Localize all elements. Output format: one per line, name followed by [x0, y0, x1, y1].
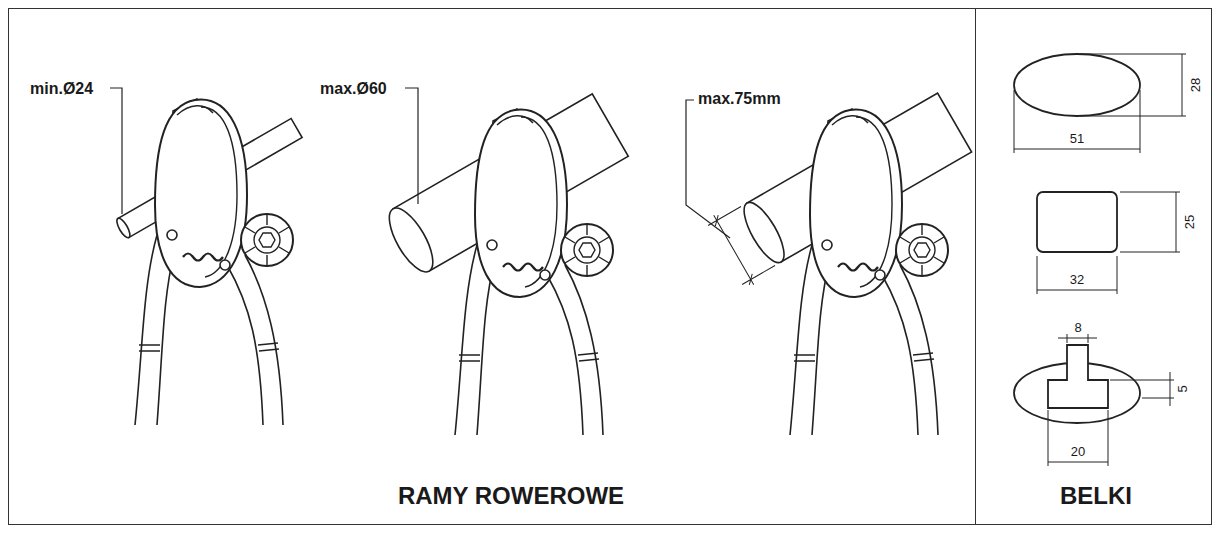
frames-panel: RAMY ROWEROWE — [8, 8, 976, 525]
dimension-label: max.75mm — [698, 90, 781, 108]
dimension-number: 28 — [1188, 78, 1203, 92]
dimension-label: min.Ø24 — [30, 80, 93, 98]
panel-heading: BELKI — [1060, 482, 1132, 510]
dimension-number: 5 — [1175, 385, 1190, 392]
panel-heading: RAMY ROWEROWE — [398, 482, 624, 510]
dimension-number: 20 — [1071, 444, 1085, 459]
dimension-number: 32 — [1070, 272, 1084, 287]
dimension-number: 25 — [1182, 215, 1197, 229]
dimension-number: 51 — [1070, 131, 1084, 146]
dimension-label: max.Ø60 — [320, 80, 387, 98]
dimension-number: 8 — [1074, 320, 1081, 335]
beams-panel: BELKI — [975, 8, 1212, 525]
